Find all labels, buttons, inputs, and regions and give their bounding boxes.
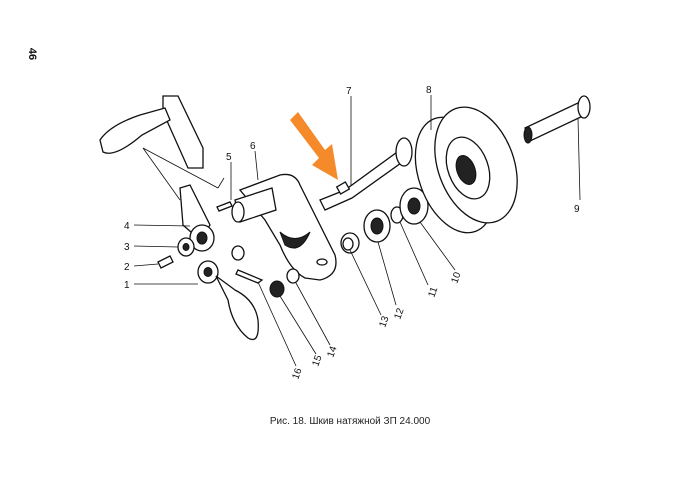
callout-9: 9 (574, 204, 580, 215)
callout-12: 12 (392, 306, 406, 321)
screw-part-2 (157, 255, 174, 269)
handle-part-1 (197, 260, 259, 341)
callout-14: 14 (325, 344, 339, 359)
callout-4: 4 (124, 221, 130, 232)
callout-13: 13 (377, 314, 391, 329)
callout-11: 11 (426, 285, 440, 299)
washer-part-14 (286, 268, 300, 284)
callout-15: 15 (310, 353, 324, 368)
castle-nut-part-15 (269, 280, 285, 298)
cotter-pin-part-16 (235, 269, 264, 284)
axle-part-9 (523, 95, 591, 144)
callout-2: 2 (124, 262, 130, 273)
handle-inset-drawing (99, 95, 225, 201)
bracket-part-6 (231, 173, 337, 281)
callout-6: 6 (250, 141, 256, 152)
washer-top (231, 245, 245, 261)
callout-3: 3 (124, 242, 130, 253)
callout-7: 7 (346, 86, 352, 97)
callout-16: 16 (290, 366, 304, 381)
pulley-part-8 (414, 106, 518, 234)
pin-part-5 (216, 201, 233, 212)
callout-10: 10 (449, 270, 463, 285)
callout-1: 1 (124, 280, 130, 291)
figure-caption: Рис. 18. Шкив натяжной ЗП 24.000 (269, 416, 431, 427)
callout-5: 5 (226, 152, 232, 163)
shaft-part-7 (319, 137, 413, 211)
callout-8: 8 (426, 85, 432, 96)
leader-lines (133, 95, 581, 367)
highlight-arrow (290, 112, 338, 180)
